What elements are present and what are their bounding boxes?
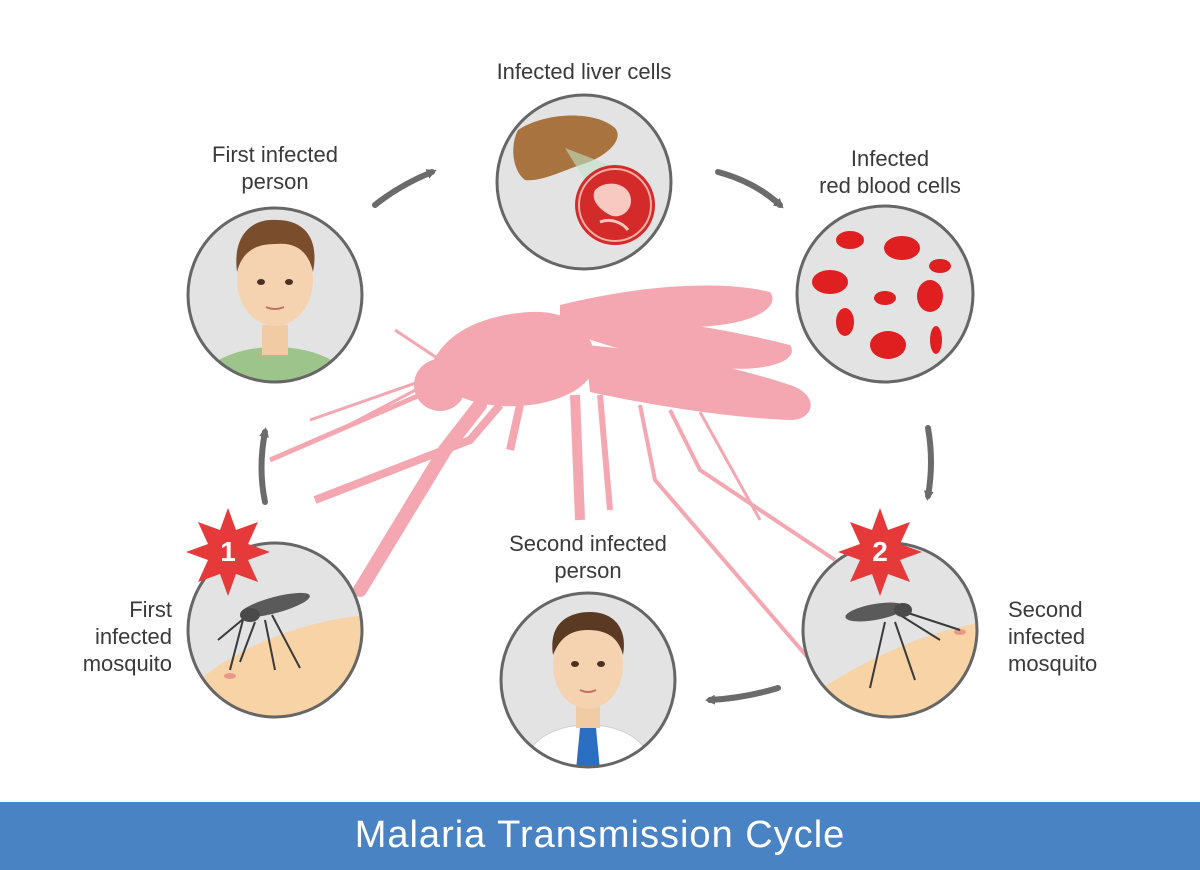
infected-red-blood-cells-icon	[795, 204, 975, 384]
cycle-arrows	[258, 169, 934, 705]
infected-liver-cells-icon	[495, 93, 673, 271]
label-second-infected-person: Second infected person	[509, 531, 667, 583]
step-number-2: 2	[872, 536, 888, 567]
title-banner: Malaria Transmission Cycle	[0, 802, 1200, 870]
step-badge-1	[186, 508, 270, 596]
arrow-person1-to-liver	[372, 169, 437, 208]
first-infected-person-icon	[186, 206, 364, 384]
label-first-infected-person: First infected person	[212, 142, 338, 194]
arrow-liver-to-rbc	[715, 169, 784, 209]
label-infected-liver-cells: Infected liver cells	[496, 59, 672, 84]
arrow-mosquito2-to-person2	[705, 685, 781, 705]
step-badge-2	[838, 508, 922, 596]
second-infected-person-icon	[499, 591, 677, 769]
first-infected-mosquito-icon	[186, 541, 364, 719]
diagram-title: Malaria Transmission Cycle	[354, 814, 846, 856]
label-second-infected-mosquito: Second infected mosquito	[1008, 597, 1098, 676]
arrow-mosquito1-to-person1	[258, 427, 269, 505]
step-number-1: 1	[220, 536, 236, 567]
label-first-infected-mosquito: First infected mosquito	[82, 597, 172, 676]
mosquito-silhouette	[269, 285, 837, 662]
second-infected-mosquito-icon	[801, 541, 979, 719]
arrow-rbc-to-mosquito2	[923, 425, 934, 501]
label-infected-red-blood-cells: Infected red blood cells	[819, 146, 961, 198]
